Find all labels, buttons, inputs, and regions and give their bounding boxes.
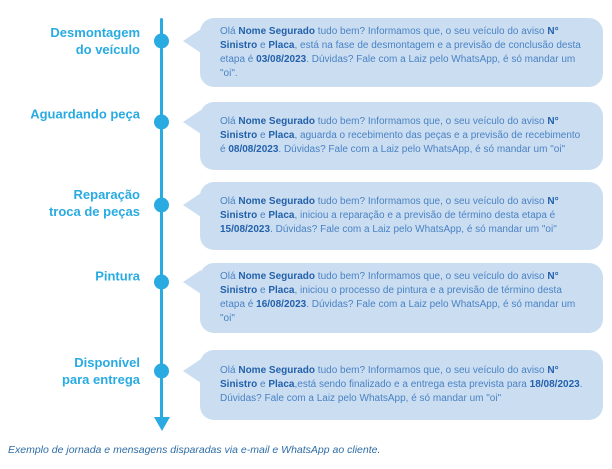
stage-label: Aguardando peça xyxy=(30,106,140,122)
message-bubble: Olá Nome Segurado tudo bem? Informamos q… xyxy=(200,182,603,250)
stage-label: Pintura xyxy=(95,268,140,284)
stage-dot-icon xyxy=(154,197,169,213)
message-text: Olá Nome Segurado tudo bem? Informamos q… xyxy=(220,365,583,404)
message-text: Olá Nome Segurado tudo bem? Informamos q… xyxy=(220,271,576,324)
message-text: Olá Nome Segurado tudo bem? Informamos q… xyxy=(220,196,559,235)
stage-label: Desmontagem do veículo xyxy=(50,25,140,57)
message-bubble-tail-icon xyxy=(183,270,201,294)
arrow-down-icon xyxy=(154,417,170,431)
timeline-line xyxy=(160,18,163,418)
message-bubble-tail-icon xyxy=(183,110,201,134)
message-bubble-tail-icon xyxy=(183,29,201,53)
message-bubble: Olá Nome Segurado tudo bem? Informamos q… xyxy=(200,18,603,87)
message-text: Olá Nome Segurado tudo bem? Informamos q… xyxy=(220,116,581,155)
stage-dot-icon xyxy=(154,363,169,379)
message-bubble: Olá Nome Segurado tudo bem? Informamos q… xyxy=(200,102,603,170)
stage-dot-icon xyxy=(154,114,169,130)
stage-label: Reparação troca de peças xyxy=(48,187,140,219)
stage-label: Disponível para entrega xyxy=(61,355,140,387)
message-bubble: Olá Nome Segurado tudo bem? Informamos q… xyxy=(200,350,603,420)
stage-dot-icon xyxy=(154,33,169,49)
message-bubble: Olá Nome Segurado tudo bem? Informamos q… xyxy=(200,263,603,333)
stage-dot-icon xyxy=(154,274,169,290)
message-bubble-tail-icon xyxy=(183,359,201,383)
diagram-caption: Exemplo de jornada e mensagens disparada… xyxy=(8,444,381,456)
message-text: Olá Nome Segurado tudo bem? Informamos q… xyxy=(220,25,581,79)
message-bubble-tail-icon xyxy=(183,193,201,217)
